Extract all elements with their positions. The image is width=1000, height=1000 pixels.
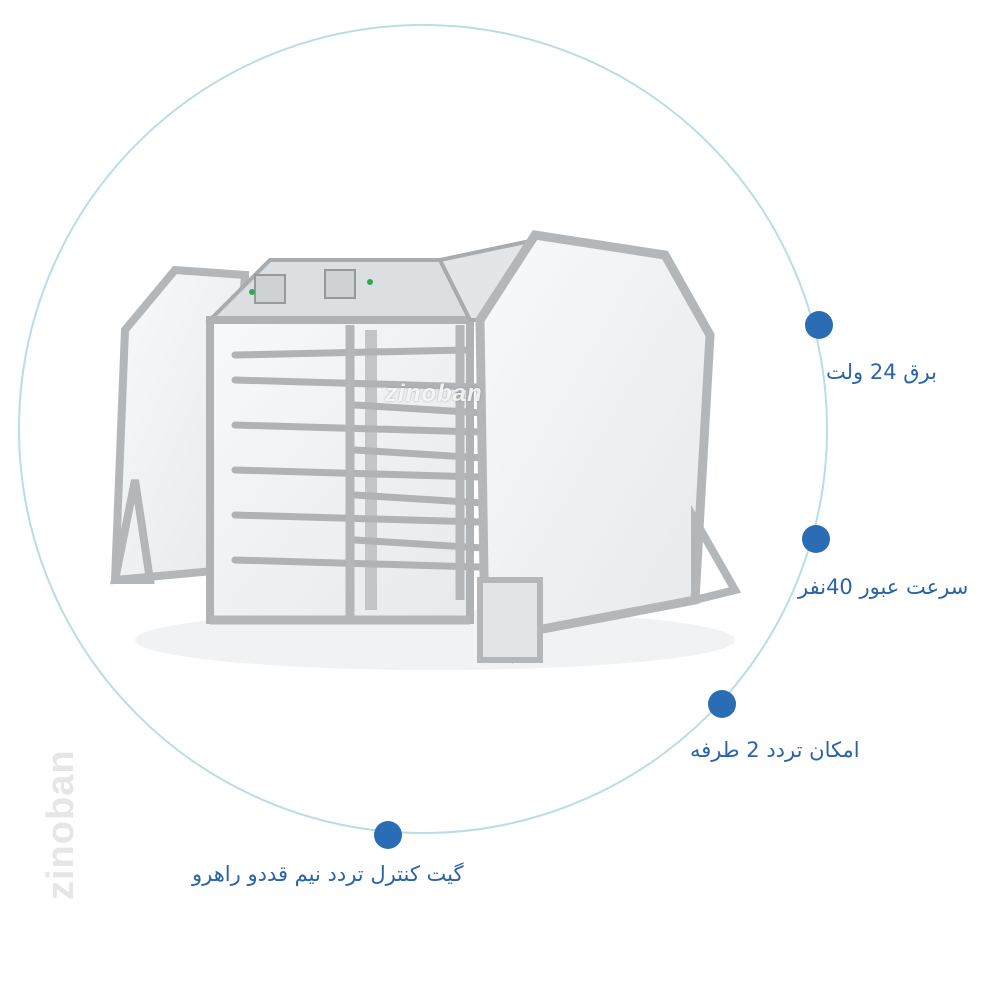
feature-dot-gate-type [374, 821, 402, 849]
feature-dot-power [805, 311, 833, 339]
turnstile-gate-image [95, 220, 755, 700]
feature-ring [18, 24, 828, 834]
feature-label-gate-type: گیت کنترل تردد نیم قددو راهرو [192, 862, 464, 886]
watermark-center: zinoban [385, 380, 483, 407]
feature-dot-speed [802, 525, 830, 553]
feature-label-bidirectional: امکان تردد 2 طرفه [690, 738, 860, 762]
feature-label-power: برق 24 ولت [826, 360, 937, 384]
turnstile-illustration [110, 230, 742, 670]
feature-label-speed: سرعت عبور 40نفر [798, 575, 969, 599]
feature-dot-bidirectional [708, 690, 736, 718]
watermark-side: zinoban [40, 749, 82, 900]
